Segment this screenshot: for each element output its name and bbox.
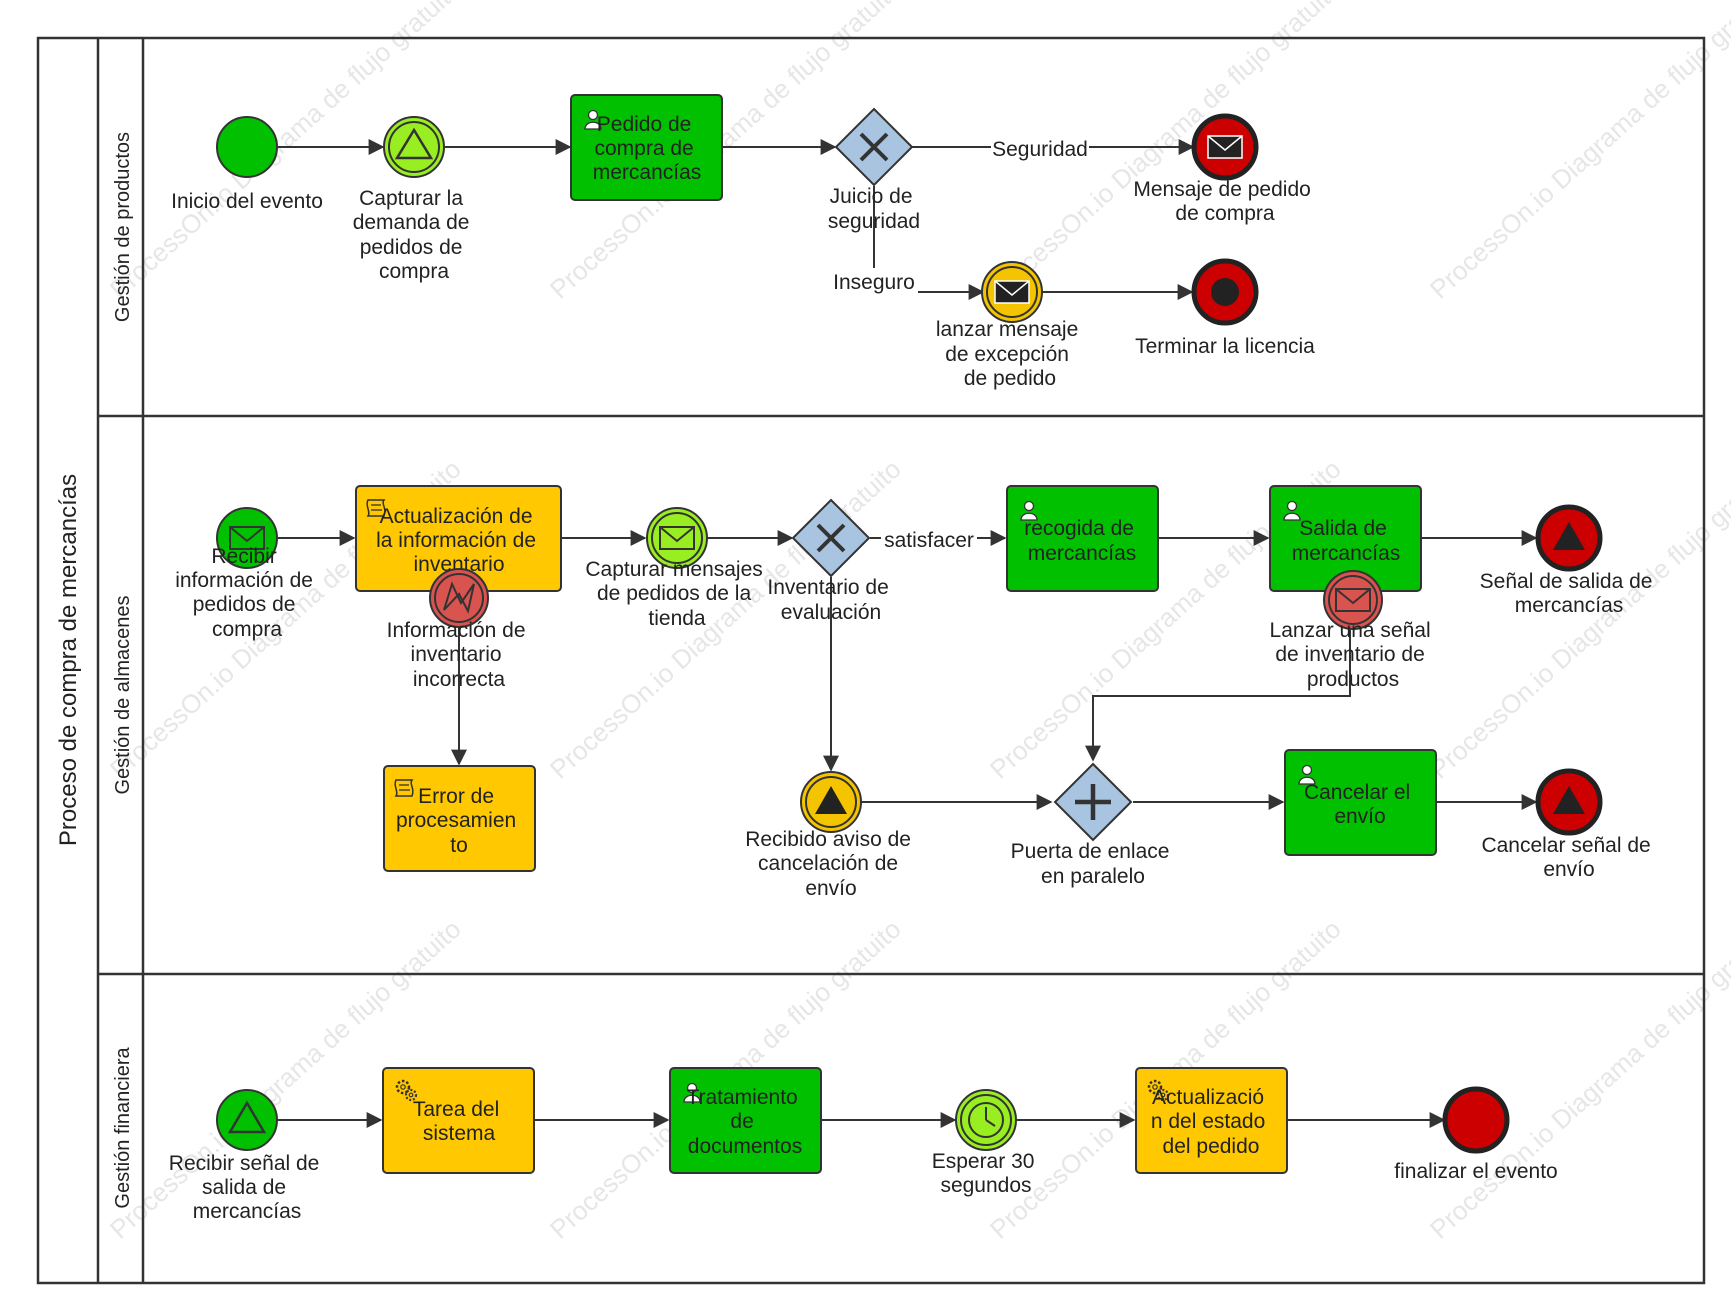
user-task-box — [1284, 749, 1437, 856]
node-recibir-info[interactable]: Recibir información de pedidos de compra — [175, 507, 319, 641]
node-label: Error de procesamien to — [396, 785, 522, 857]
envelope-icon — [1207, 135, 1243, 159]
node-label: Recibir información de pedidos de compra — [175, 545, 319, 641]
node-label: Capturar mensajes de pedidos de la tiend… — [585, 558, 768, 630]
node-finalizar[interactable]: finalizar el evento — [1394, 1086, 1558, 1183]
node-label: recogida de mercancías — [1024, 517, 1140, 565]
node-label: Salida de mercancías — [1292, 517, 1401, 565]
user-task-box — [570, 94, 723, 201]
terminate-dot-icon — [1211, 278, 1239, 306]
node-juicio-seguridad[interactable]: Juicio de seguridad — [828, 107, 920, 233]
node-label: Cancelar señal de envío — [1481, 834, 1656, 881]
node-actualizacion-inventario[interactable]: Actualización de la información de inven… — [355, 485, 562, 592]
node-label: Tarea del sistema — [413, 1098, 505, 1145]
node-senal-salida[interactable]: Señal de salida de mercancías — [1480, 504, 1659, 617]
node-capturar-mensajes[interactable]: Capturar mensajes de pedidos de la tiend… — [585, 507, 768, 630]
node-label: Esperar 30 segundos — [932, 1150, 1041, 1197]
node-label: Tratamiento de documentos — [686, 1086, 803, 1158]
signal-triangle-icon — [227, 1100, 267, 1134]
node-label: lanzar mensaje de excepción de pedido — [936, 318, 1084, 390]
node-inicio[interactable]: Inicio del evento — [171, 116, 323, 213]
service-task-box — [382, 1067, 535, 1174]
node-label: Inventario de evaluación — [767, 576, 894, 624]
envelope-icon — [994, 280, 1030, 304]
node-label: Cancelar el envío — [1304, 781, 1416, 828]
edge-label-bg-inseguro — [830, 268, 918, 294]
node-lanzar-senal[interactable]: Recibido aviso de cancelación de envío — [745, 771, 917, 900]
signal-triangle-icon — [815, 786, 847, 814]
signal-triangle-icon — [394, 127, 434, 160]
node-label: Terminar la licencia — [1135, 335, 1315, 358]
node-recibir-senal[interactable]: Recibir señal de salida de mercancías — [169, 1089, 325, 1223]
node-label: Señal de salida de mercancías — [1480, 570, 1659, 617]
lane-title-almacenes: Gestión de almacenes — [112, 595, 134, 794]
watermark-text: ProcessOn.io Diagrama de flujo gratuito — [1424, 0, 1731, 304]
pool-frame — [36, 36, 1706, 1285]
node-label: Puerta de enlace en paralelo — [1011, 840, 1176, 888]
node-cancelar-senal[interactable]: Cancelar señal de envío — [1481, 768, 1656, 881]
node-label: Actualización de la información de inven… — [376, 505, 542, 576]
node-label: Actualizació n del estado del pedido — [1151, 1086, 1271, 1158]
node-recogida[interactable]: recogida de mercancías — [1006, 485, 1159, 592]
node-label: Juicio de seguridad — [828, 185, 920, 233]
node-puerta-paralelo[interactable]: Puerta de enlace en paralelo — [1011, 762, 1176, 888]
node-salida[interactable]: Salida de mercancías — [1269, 485, 1422, 592]
node-error-procesamiento[interactable]: Error de procesamien to — [383, 765, 536, 872]
node-label: Información de inventario incorrecta — [387, 619, 532, 691]
node-lanzar-excepcion[interactable]: lanzar mensaje de excepción de pedido — [936, 261, 1084, 390]
intermediate-event-inner — [388, 121, 440, 173]
edge-label-seguridad: Seguridad — [992, 138, 1088, 161]
node-label: Pedido de compra de mercancías — [593, 113, 702, 184]
node-capturar-demanda[interactable]: Capturar la demanda de pedidos de compra — [353, 116, 476, 283]
edge-label-satisfacer: satisfacer — [884, 529, 974, 552]
node-label: finalizar el evento — [1394, 1160, 1557, 1183]
edge-label-bg-satisfacer — [881, 526, 977, 552]
x-mark-icon — [816, 523, 846, 553]
node-terminar-licencia[interactable]: Terminar la licencia — [1135, 258, 1315, 358]
node-info-incorrecta[interactable]: Información de inventario incorrecta — [387, 568, 532, 691]
edge-aviso-puerta — [1085, 630, 1351, 762]
node-label: Mensaje de pedido de compra — [1133, 178, 1316, 225]
signal-start-shape — [216, 1089, 278, 1151]
signal-triangle-icon — [1553, 786, 1585, 814]
edge-label-bg-seguridad — [991, 135, 1089, 161]
signal-triangle-icon — [1553, 522, 1585, 550]
clock-hands-icon — [985, 1107, 996, 1127]
node-pedido-compra[interactable]: Pedido de compra de mercancías — [570, 94, 723, 201]
node-aviso-cancelacion[interactable]: Lanzar una señal de inventario de produc… — [1270, 570, 1437, 691]
node-inventario-evaluacion[interactable]: Inventario de evaluación — [767, 498, 894, 624]
catch-event-inner — [651, 512, 703, 564]
end-event-shape — [1442, 1086, 1510, 1154]
node-label: Capturar la demanda de pedidos de compra — [353, 187, 476, 283]
node-mensaje-pedido[interactable]: Mensaje de pedido de compra — [1133, 113, 1316, 225]
lane-title-financiera: Gestión financiera — [112, 1047, 134, 1209]
lightning-error-icon — [443, 581, 475, 614]
watermark-text: ProcessOn.io Diagrama de flujo gratuito — [1424, 454, 1731, 785]
message-start-shape — [216, 507, 278, 569]
node-label: Recibir señal de salida de mercancías — [169, 1152, 325, 1223]
node-esperar[interactable]: Esperar 30 segundos — [932, 1089, 1041, 1197]
user-task-box — [669, 1067, 822, 1174]
node-label: Lanzar una señal de inventario de produc… — [1270, 619, 1437, 691]
node-label: Recibido aviso de cancelación de envío — [745, 828, 917, 900]
service-task-box — [1135, 1067, 1288, 1174]
node-actualizacion-estado[interactable]: Actualizació n del estado del pedido — [1135, 1067, 1288, 1174]
x-mark-icon — [859, 132, 889, 162]
node-label: Inicio del evento — [171, 190, 323, 213]
script-task-box — [383, 765, 536, 872]
lane-title-productos: Gestión de productos — [112, 132, 134, 322]
watermark-text: ProcessOn.io Diagrama de flujo gratuito — [1424, 914, 1731, 1245]
node-cancelar-envio[interactable]: Cancelar el envío — [1284, 749, 1437, 856]
node-tarea-sistema[interactable]: Tarea del sistema — [382, 1067, 535, 1174]
plus-mark-icon — [1075, 784, 1111, 820]
start-event-shape — [216, 116, 278, 178]
node-tratamiento-documentos[interactable]: Tratamiento de documentos — [669, 1067, 822, 1174]
edge-label-inseguro: Inseguro — [833, 271, 915, 294]
pool-title: Proceso de compra de mercancías — [55, 474, 82, 846]
user-task-box — [1006, 485, 1159, 592]
